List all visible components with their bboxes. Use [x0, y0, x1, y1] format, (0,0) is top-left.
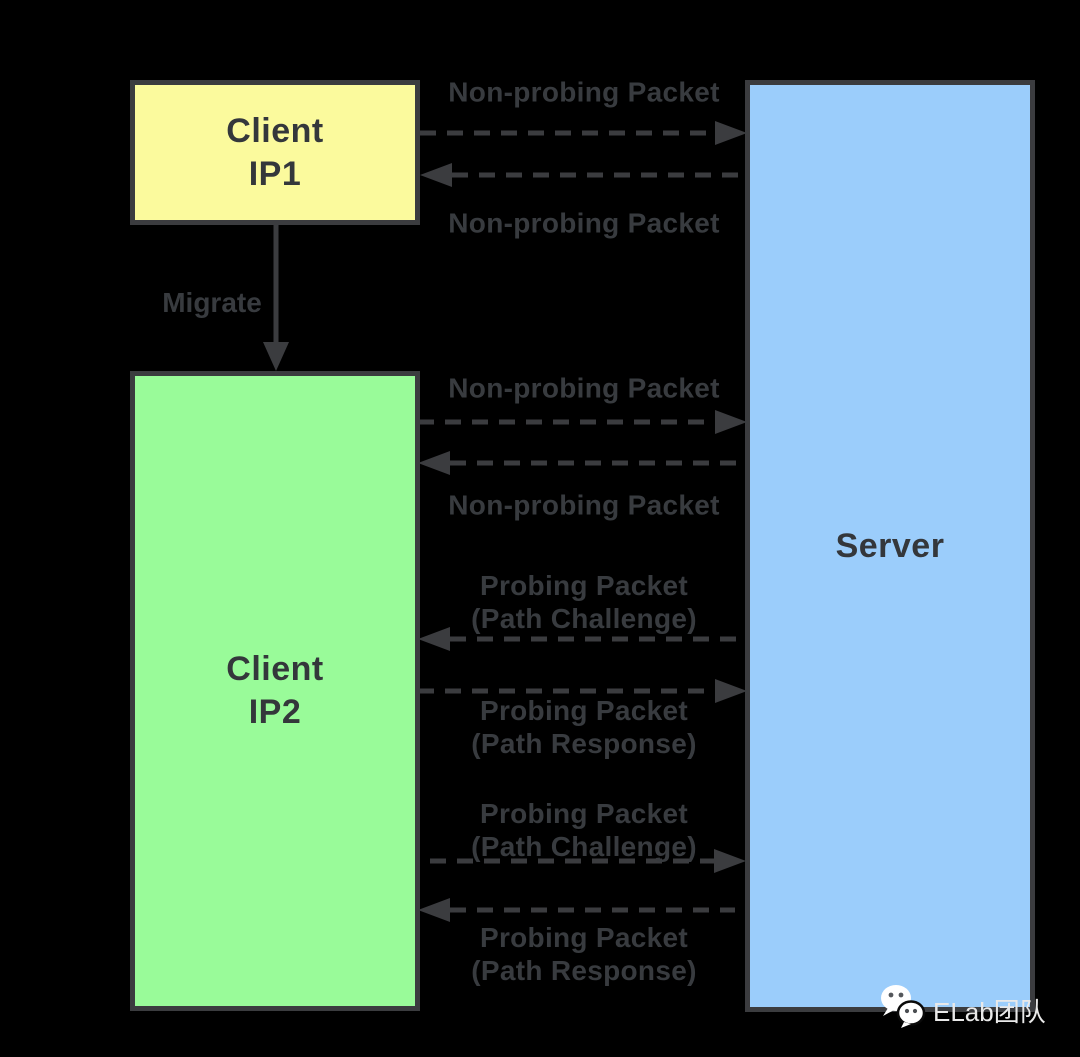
msg-label-non-probing-1: Non-probing Packet — [448, 76, 720, 108]
watermark: ELab团队 — [878, 982, 1046, 1030]
node-client-ip2: Client IP2 — [130, 371, 420, 1011]
msg-label-non-probing-2: Non-probing Packet — [448, 207, 720, 239]
msg-line1: Probing Packet — [479, 695, 689, 726]
watermark-text: ELab团队 — [933, 996, 1046, 1027]
client-ip2-label-line2: IP2 — [248, 693, 302, 731]
arrow-non-probing-to-server-2 — [418, 410, 747, 434]
msg-line2: (Path Response) — [471, 728, 697, 759]
client-ip1-label-line1: Client — [226, 111, 324, 150]
arrow-non-probing-to-client-1 — [420, 163, 747, 187]
arrow-path-challenge-to-client — [418, 627, 740, 651]
msg-line1: Probing Packet — [479, 798, 689, 829]
msg-label-path-response-2: Probing Packet (Path Response) — [471, 921, 696, 987]
msg-line2: (Path Challenge) — [471, 603, 697, 634]
msg-line1: Probing Packet — [479, 570, 689, 601]
client-ip1-label-line2: IP1 — [248, 154, 302, 193]
arrow-path-response-to-server — [418, 679, 747, 703]
migrate-label: Migrate — [162, 287, 262, 318]
msg-label-path-challenge-1: Probing Packet (Path Challenge) — [471, 569, 697, 635]
msg-line2: (Path Response) — [471, 955, 697, 986]
wechat-icon — [881, 985, 926, 1028]
msg-label-non-probing-4: Non-probing Packet — [448, 489, 720, 521]
migrate-arrow — [263, 225, 289, 371]
msg-label-path-response-1: Probing Packet (Path Response) — [471, 694, 696, 760]
node-client-ip1: Client IP1 — [130, 80, 420, 225]
arrow-non-probing-to-client-2 — [418, 451, 747, 475]
node-server: Server — [745, 80, 1035, 1012]
msg-label-path-challenge-2: Probing Packet (Path Challenge) — [471, 797, 697, 863]
msg-line1: Probing Packet — [479, 922, 689, 953]
arrow-path-challenge-to-server — [430, 849, 746, 873]
msg-label-non-probing-3: Non-probing Packet — [448, 372, 720, 404]
server-label: Server — [835, 526, 945, 565]
arrow-non-probing-to-server-1 — [420, 121, 747, 145]
arrow-path-response-to-client — [418, 898, 735, 922]
client-ip2-label-line1: Client — [226, 650, 324, 688]
msg-line2: (Path Challenge) — [471, 831, 697, 862]
